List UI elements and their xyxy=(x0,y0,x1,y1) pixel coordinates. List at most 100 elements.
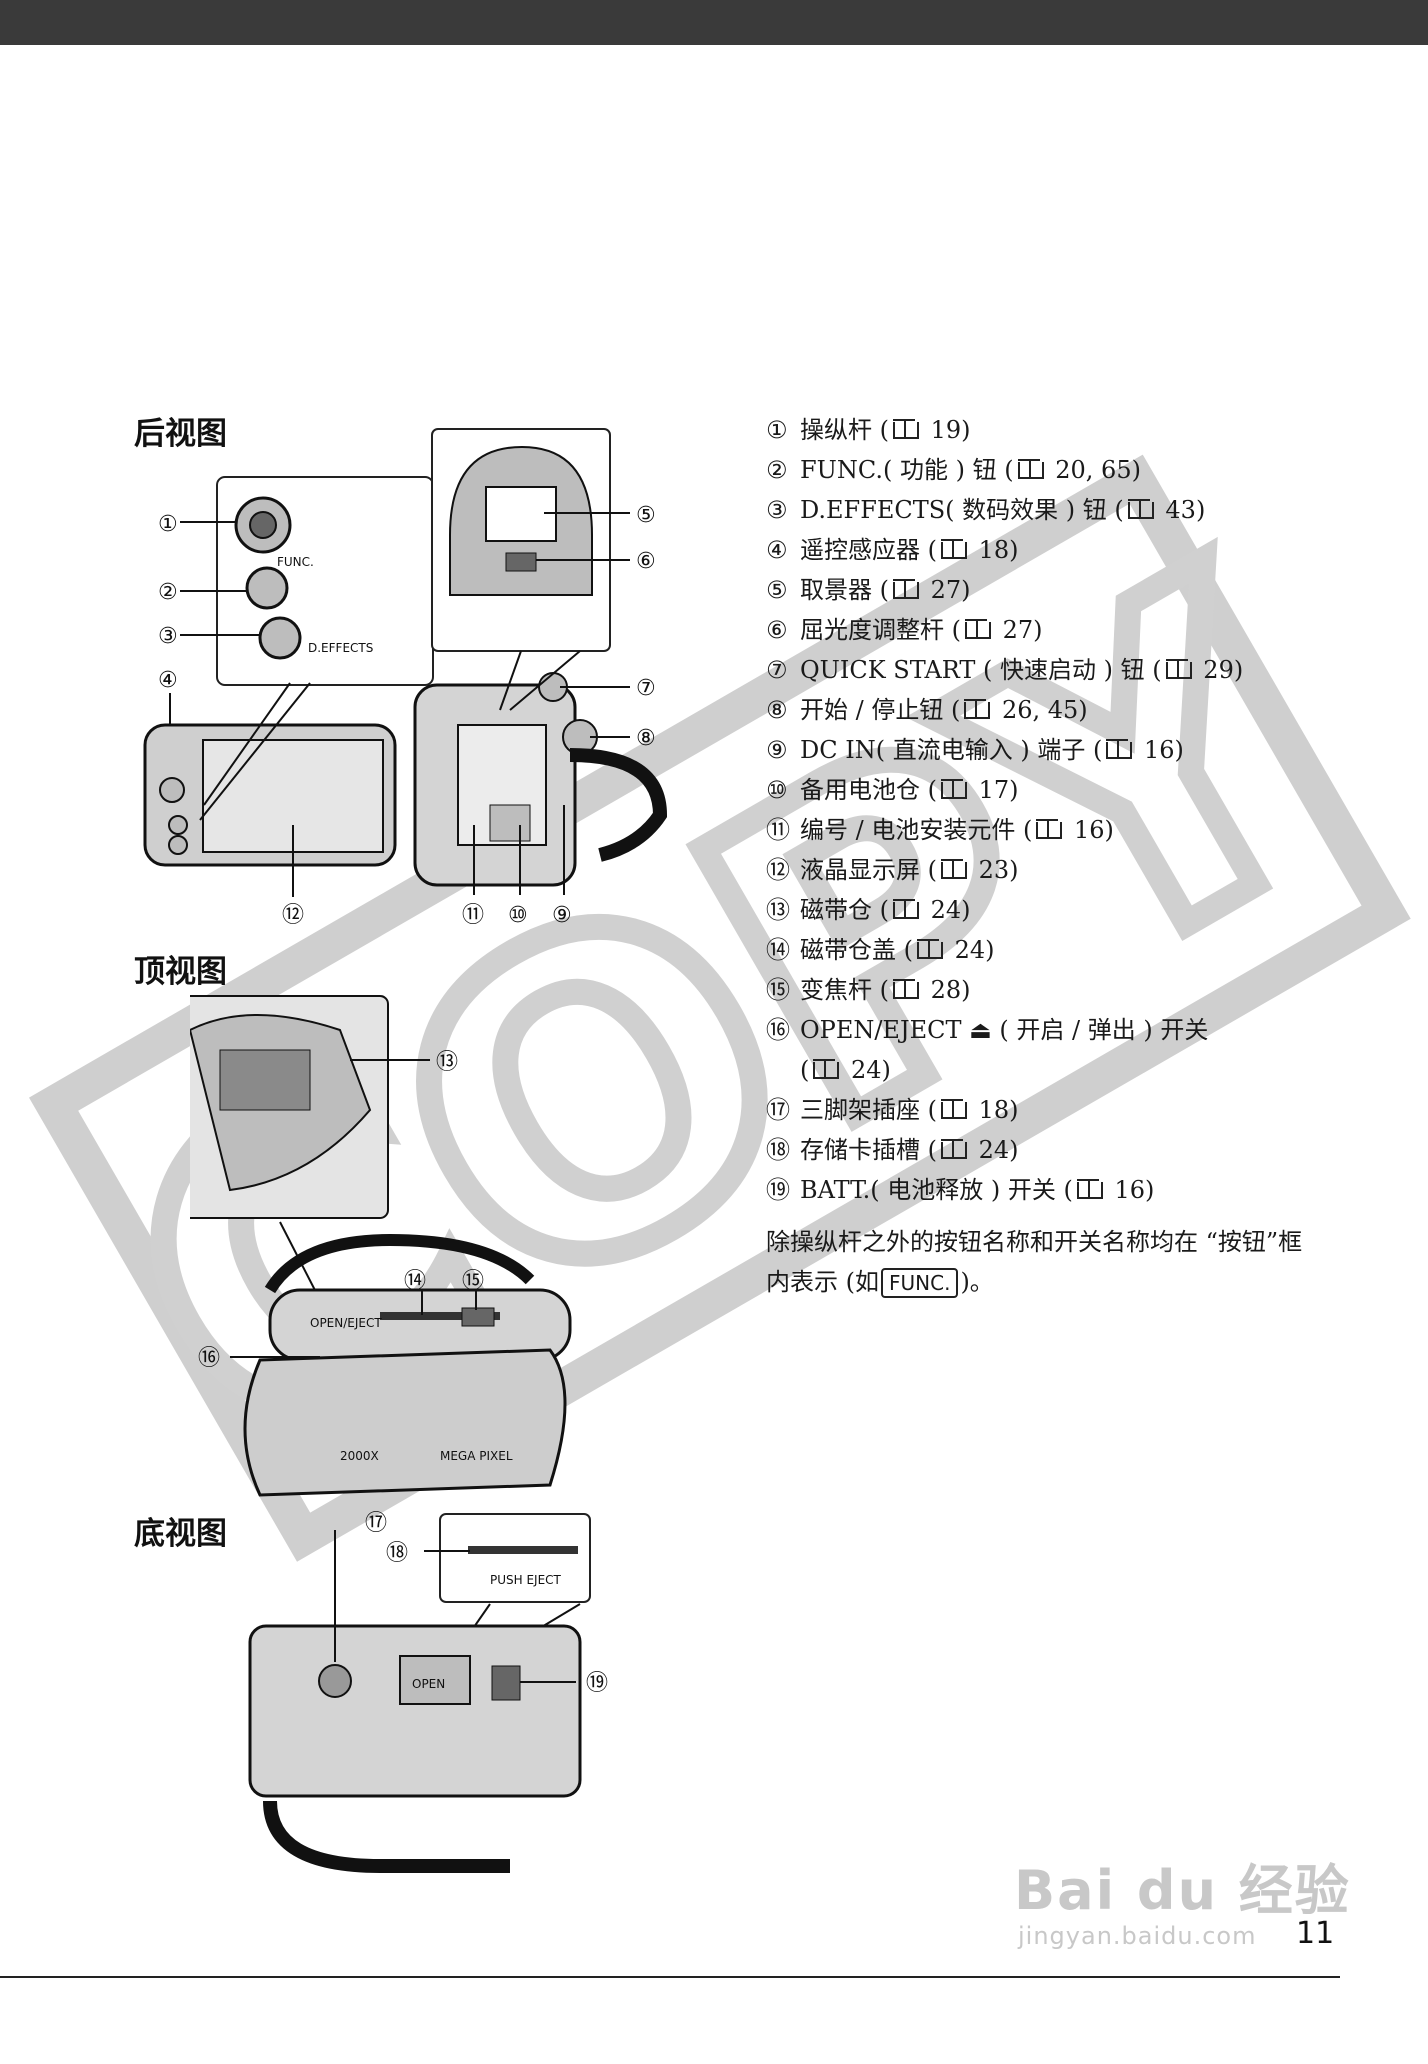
top-header-bar xyxy=(0,0,1428,45)
part-number: ⑧ xyxy=(766,696,788,724)
card-slot-inset xyxy=(439,1513,591,1603)
part-number: ⑦ xyxy=(766,656,788,684)
callout-17: ⑰ xyxy=(365,1511,387,1536)
part-description: 开始 / 停止钮 ( xyxy=(800,696,961,724)
callout-12: ⑫ xyxy=(282,903,304,928)
part-page-ref: 29) xyxy=(1195,656,1244,684)
callout-1: ① xyxy=(158,512,178,537)
part-number: ⑱ xyxy=(766,1136,790,1164)
part-description: 编号 / 电池安装元件 ( xyxy=(800,816,1033,844)
part-page-ref: 24) xyxy=(971,1136,1019,1164)
part-description: 磁带仓盖 ( xyxy=(800,936,913,964)
part-number: ⑭ xyxy=(766,936,790,964)
part-number: ⑥ xyxy=(766,616,788,644)
part-description: 变焦杆 ( xyxy=(800,976,889,1004)
callout-6: ⑥ xyxy=(636,549,656,574)
note-text-1: 除操纵杆之外的按钮名称和开关名称均在 “按钮”框内表示 (如 xyxy=(766,1228,1303,1296)
book-reference-icon xyxy=(1127,499,1154,519)
part-item: ⑪ 编号 / 电池安装元件 ( 16) xyxy=(766,810,1326,850)
part-number: ⑪ xyxy=(766,816,790,844)
part-page-ref: 43) xyxy=(1157,496,1206,524)
mega-label: MEGA PIXEL xyxy=(440,1449,513,1463)
book-reference-icon xyxy=(893,899,919,919)
book-reference-icon xyxy=(941,539,967,559)
push-eject-label: PUSH EJECT xyxy=(490,1573,562,1587)
part-number: ⑩ xyxy=(766,776,788,804)
callout-5: ⑤ xyxy=(636,503,656,528)
note-text-2: )。 xyxy=(960,1268,994,1296)
callout-2: ② xyxy=(158,580,178,605)
open-label: OPEN xyxy=(412,1677,445,1691)
part-page-ref: 28) xyxy=(923,976,971,1004)
book-reference-icon xyxy=(965,619,991,639)
part-page-ref: 18) xyxy=(971,1096,1019,1124)
book-reference-icon xyxy=(964,699,991,719)
part-number: ③ xyxy=(766,496,788,524)
part-description: 三脚架插座 ( xyxy=(800,1096,937,1124)
part-description: 遥控感应器 ( xyxy=(800,536,937,564)
book-reference-icon xyxy=(1076,1179,1103,1199)
part-page-ref: 16) xyxy=(1136,736,1184,764)
callout-9: ⑨ xyxy=(552,903,572,928)
callout-19: ⑲ xyxy=(586,1671,608,1696)
part-description: DC IN( 直流电输入 ) 端子 ( xyxy=(800,736,1103,764)
part-description: 取景器 ( xyxy=(800,576,889,604)
part-description: QUICK START ( 快速启动 ) 钮 ( xyxy=(800,656,1162,684)
bottom-view-figure: PUSH EJECT OPEN ⑱ ⑰ ⑲ xyxy=(248,1511,608,1873)
callout-14: ⑭ xyxy=(404,1269,426,1294)
callout-10: ⑩ xyxy=(508,903,528,928)
part-description: 磁带仓 ( xyxy=(800,896,889,924)
part-number: ⑤ xyxy=(766,576,788,604)
callout-3: ③ xyxy=(158,624,178,649)
part-item: ③ D.EFFECTS( 数码效果 ) 钮 ( 43) xyxy=(766,490,1326,530)
camera-bottom xyxy=(248,1624,582,1798)
part-page-ref: 26, 45) xyxy=(994,696,1088,724)
part-description: OPEN/EJECT ⏏ ( 开启 / 弹出 ) 开关 xyxy=(800,1016,1209,1044)
part-page-ref: 16) xyxy=(1066,816,1114,844)
part-number: ⑫ xyxy=(766,856,790,884)
open-eject-label: OPEN/EJECT xyxy=(310,1316,382,1330)
top-view-figure: OPEN/EJECT 2000X MEGA PIXEL ⑬ ⑭ ⑮ ⑯ xyxy=(190,995,572,1497)
book-reference-icon xyxy=(917,939,943,959)
footer-rule xyxy=(0,1976,1340,1978)
heading-top-view: 顶视图 xyxy=(134,954,227,990)
book-reference-icon xyxy=(941,779,967,799)
callout-8: ⑧ xyxy=(636,726,656,751)
part-page-ref: 24) xyxy=(947,936,995,964)
func-key-box: FUNC. xyxy=(881,1268,959,1298)
heading-rear-view: 后视图 xyxy=(134,416,227,452)
part-description: D.EFFECTS( 数码效果 ) 钮 ( xyxy=(800,496,1124,524)
book-reference-icon xyxy=(941,1099,967,1119)
part-page-ref: 23) xyxy=(971,856,1019,884)
book-reference-icon xyxy=(1165,659,1192,679)
part-number: ⑲ xyxy=(766,1176,790,1204)
book-reference-icon xyxy=(1106,739,1133,759)
part-page-ref: 17) xyxy=(971,776,1019,804)
part-page-ref: 24) xyxy=(843,1056,891,1084)
baidu-watermark: Bai du 经验 xyxy=(1014,1859,1351,1922)
callout-7: ⑦ xyxy=(636,676,656,701)
part-number: ⑰ xyxy=(766,1096,790,1124)
baidu-url: jingyan.baidu.com xyxy=(1018,1922,1257,1950)
book-reference-icon xyxy=(941,1139,967,1159)
part-item: ⑰ 三脚架插座 ( 18) xyxy=(766,1090,1326,1130)
callout-4: ④ xyxy=(158,668,178,693)
book-reference-icon xyxy=(1036,819,1063,839)
part-page-ref: 18) xyxy=(971,536,1019,564)
book-reference-icon xyxy=(893,419,919,439)
part-description: 存储卡插槽 ( xyxy=(800,1136,937,1164)
part-number: ⑯ xyxy=(766,1016,790,1044)
rear-view-figure: FUNC. D.EFFECTS ① ② ③ ④ ⑤ ⑥ ⑦ ⑧ ⑨ ⑩ ⑪ ⑫ xyxy=(143,428,668,928)
deffects-label: D.EFFECTS xyxy=(308,641,373,655)
part-description: FUNC.( 功能 ) 钮 ( xyxy=(800,456,1014,484)
part-number: ⑬ xyxy=(766,896,790,924)
part-page-ref: 16) xyxy=(1106,1176,1155,1204)
